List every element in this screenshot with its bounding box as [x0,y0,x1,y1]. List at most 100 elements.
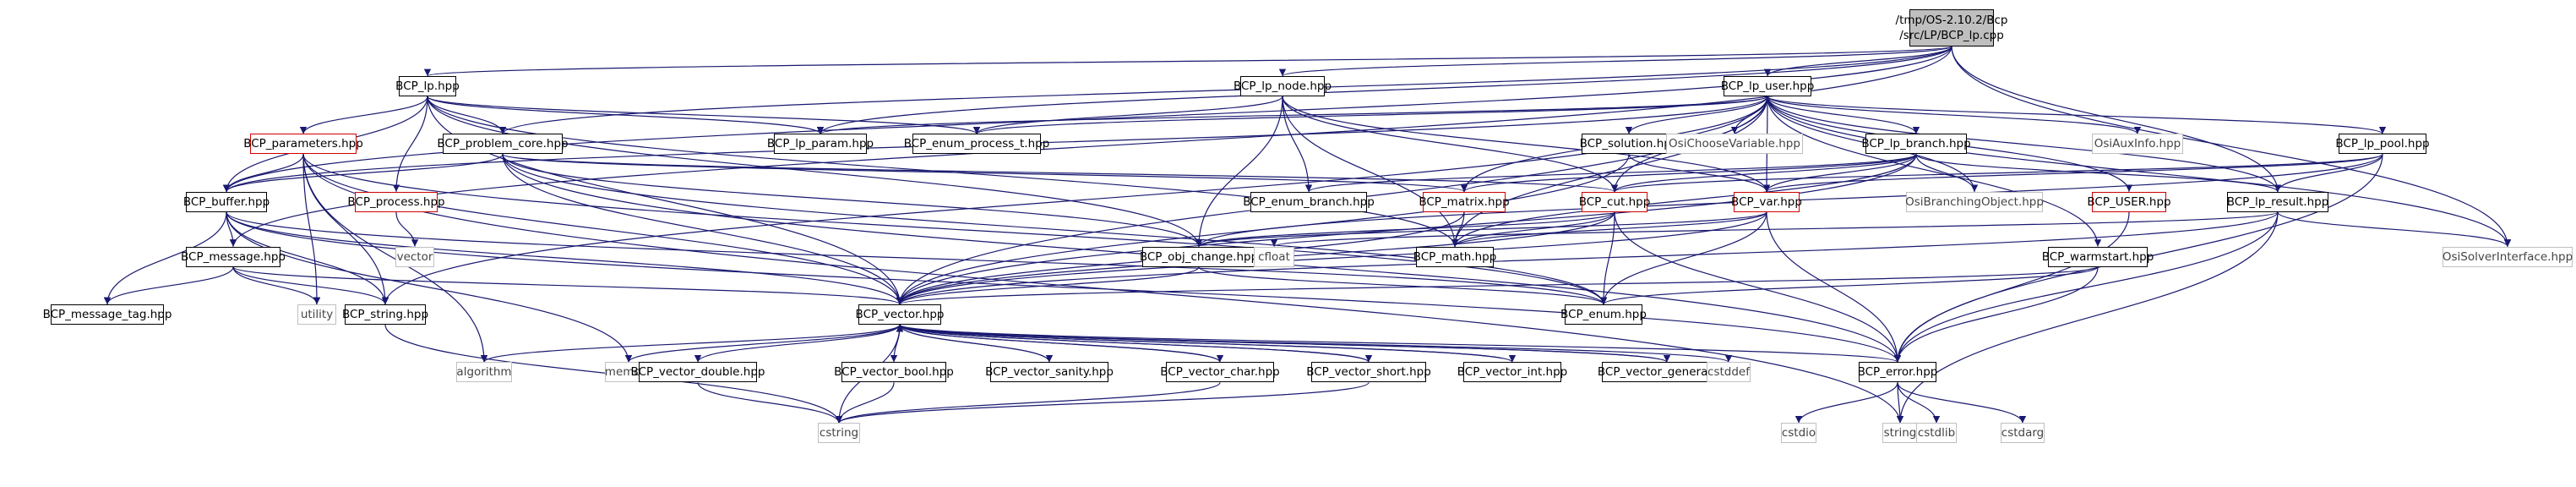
node-osi-branching[interactable]: OsiBranchingObject.hpp [1905,191,2044,212]
node-label: OsiAuxInfo.hpp [2094,137,2181,151]
edge-lp-to-problem-core [427,96,507,134]
node-vector-short[interactable]: BCP_vector_short.hpp [1306,362,1431,383]
edge-problem-core-to-vector-hpp [502,154,904,305]
node-label: BCP_solution.hpp [1579,137,1679,151]
node-label: BCP_vector_sanity.hpp [985,365,1114,380]
node-enum-process-t[interactable]: BCP_enum_process_t.hpp [904,134,1049,155]
edge-vector-hpp-to-vector-bool [890,324,901,363]
edge-lp-to-obj-change [427,96,1203,247]
edge-root-to-osi-solver [1951,46,2512,247]
edge-lp-result-to-vector-hpp [896,211,2279,305]
node-vector-int[interactable]: BCP_vector_int.hpp [1457,362,1567,383]
node-label: cstddef [1707,365,1750,380]
edge-lp-user-to-lp-pool [1767,96,2386,134]
node-cstddef[interactable]: cstddef [1707,362,1751,383]
edge-var-to-error [1766,211,1902,363]
edge-lp-user-to-enum-process-t [973,96,1768,134]
node-var[interactable]: BCP_var.hpp [1731,191,1802,212]
edge-lp-to-parameters [299,96,428,134]
node-string-hpp[interactable]: BCP_string.hpp [342,304,428,325]
node-vector-bool[interactable]: BCP_vector_bool.hpp [834,362,954,383]
edge-message-to-utility [232,266,321,305]
node-message-tag[interactable]: BCP_message_tag.hpp [43,304,172,325]
node-label: BCP_lp.hpp [395,79,460,93]
node-cstring[interactable]: cstring [818,423,860,444]
edge-lp-to-lp-param [427,96,825,134]
node-utility[interactable]: utility [297,304,336,325]
node-label: BCP_cut.hpp [1578,194,1651,209]
node-parameters[interactable]: BCP_parameters.hpp [243,134,363,155]
node-vector-double[interactable]: BCP_vector_double.hpp [631,362,765,383]
node-algorithm[interactable]: algorithm [456,362,512,383]
node-label: BCP_vector_bool.hpp [834,365,954,380]
node-vector-sanity[interactable]: BCP_vector_sanity.hpp [985,362,1114,383]
node-cstdio[interactable]: cstdio [1781,423,1816,444]
node-lp-pool[interactable]: BCP_lp_pool.hpp [2335,134,2430,155]
node-lp-result[interactable]: BCP_lp_result.hpp [2227,191,2328,212]
edge-vector-char-to-vector-hpp [896,324,1221,363]
node-label: BCP_enum_process_t.hpp [903,137,1050,151]
node-label: BCP_enum.hpp [1560,308,1647,321]
node-enum-branch[interactable]: BCP_enum_branch.hpp [1243,191,1375,212]
node-cut[interactable]: BCP_cut.hpp [1579,191,1650,212]
edge-lp-to-math [427,96,1459,247]
edge-error-to-cstdlib [1897,382,1941,424]
node-label: BCP_vector_short.hpp [1306,365,1431,380]
node-buffer[interactable]: BCP_buffer.hpp [183,191,270,212]
edge-parameters-to-algorithm [302,154,488,363]
node-vector-std[interactable]: vector [395,246,434,267]
node-osi-choose[interactable]: OsiChooseVariable.hpp [1666,134,1803,155]
edge-message-to-vector-hpp [232,266,903,305]
node-message[interactable]: BCP_message.hpp [181,246,286,267]
node-vector-char[interactable]: BCP_vector_char.hpp [1160,362,1280,383]
edge-lp-node-to-enum-process-t [972,96,1283,134]
edge-lp-user-to-osi-aux [1767,96,2142,134]
node-lp-branch[interactable]: BCP_lp_branch.hpp [1861,134,1971,155]
edge-vector-bool-to-cstring [835,382,895,424]
edge-problem-core-to-enum-hpp [502,154,1608,305]
node-matrix[interactable]: BCP_matrix.hpp [1419,191,1510,212]
edge-cut-to-obj-change [1195,211,1615,248]
node-root[interactable]: /tmp/OS-2.10.2/Bcp/src/LP/BCP_lp.cpp [1896,8,2007,47]
node-enum-hpp[interactable]: BCP_enum.hpp [1560,304,1647,325]
node-cstdlib[interactable]: cstdlib [1916,423,1957,444]
edge-lp-user-to-math [1451,96,1768,247]
node-warmstart[interactable]: BCP_warmstart.hpp [2042,246,2154,267]
node-obj-change[interactable]: BCP_obj_change.hpp [1139,246,1259,267]
node-lp-param[interactable]: BCP_lp_param.hpp [767,134,874,155]
node-problem-core[interactable]: BCP_problem_core.hpp [437,134,569,155]
node-osi-solver[interactable]: OsiSolverInterface.hpp [2443,246,2573,267]
node-label: BCP_obj_change.hpp [1139,249,1259,264]
edge-lp-branch-to-lp-result [1915,153,2282,193]
node-error[interactable]: BCP_error.hpp [1858,362,1937,383]
node-lp-node[interactable]: BCP_lp_node.hpp [1234,76,1332,96]
node-math[interactable]: BCP_math.hpp [1413,246,1496,267]
edge-lp-pool-to-lp-result [2274,154,2383,192]
node-user[interactable]: BCP_USER.hpp [2087,191,2171,212]
node-label: BCP_problem_core.hpp [437,137,569,151]
node-label: BCP_lp_user.hpp [1720,79,1815,93]
edge-problem-core-to-buffer [222,154,504,193]
node-lp[interactable]: BCP_lp.hpp [395,76,460,96]
node-label: utility [300,308,334,321]
edge-process-to-vector-std [395,211,419,247]
node-osi-aux[interactable]: OsiAuxInfo.hpp [2092,134,2183,155]
node-vector-hpp[interactable]: BCP_vector.hpp [856,304,944,325]
node-label: BCP_vector_double.hpp [630,365,765,380]
node-cfloat[interactable]: cfloat [1254,246,1294,267]
node-string-std[interactable]: string [1882,423,1918,444]
edge-root-to-lp-user [1763,46,1952,77]
node-solution[interactable]: BCP_solution.hpp [1579,134,1679,155]
edge-lp-branch-to-var [1762,154,1917,193]
edge-lp-pool-to-cut [1611,153,2383,193]
edge-parameters-to-buffer [222,154,304,192]
edge-problem-core-to-matrix [502,153,1468,193]
node-label-line: /tmp/OS-2.10.2/Bcp [1895,13,2008,27]
edge-parameters-to-enum-hpp [302,154,1608,305]
edge-error-to-cstdio [1794,382,1898,424]
node-process[interactable]: BCP_process.hpp [347,191,445,212]
edge-vector-hpp-to-algorithm [480,324,901,363]
node-lp-user[interactable]: BCP_lp_user.hpp [1721,76,1814,96]
node-label: BCP_lp_param.hpp [766,137,874,151]
node-cstdarg[interactable]: cstdarg [2001,423,2045,444]
